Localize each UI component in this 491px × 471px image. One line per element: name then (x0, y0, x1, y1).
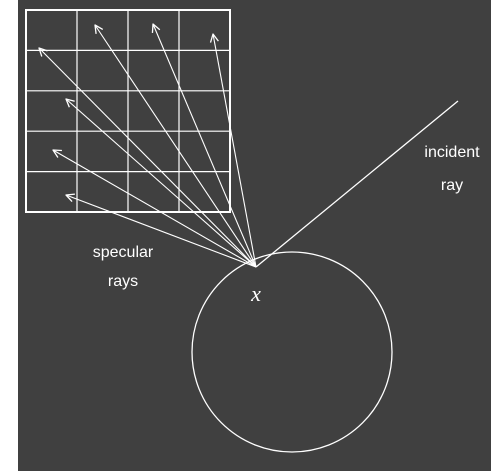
specular-ray-arrow (52, 149, 257, 268)
grid-lines (26, 10, 230, 212)
point-x-label: x (250, 281, 261, 306)
specular-ray-arrow (209, 33, 257, 268)
diagram-background (18, 0, 491, 471)
specular-ray-arrow (65, 98, 257, 268)
sphere (191, 251, 393, 453)
incident-label-line2: ray (441, 177, 463, 194)
specular-ray-arrow (38, 47, 257, 268)
direction-grid (25, 9, 231, 213)
specular-label-line1: specular (93, 244, 154, 261)
specular-label-line2: rays (108, 273, 138, 290)
incident-label-line1: incident (424, 144, 480, 161)
specular-rays (38, 23, 257, 268)
specular-ray-arrow (151, 23, 257, 268)
specular-ray-arrow (65, 193, 257, 268)
incident-ray (255, 100, 459, 268)
specular-ray-arrow (94, 24, 257, 268)
